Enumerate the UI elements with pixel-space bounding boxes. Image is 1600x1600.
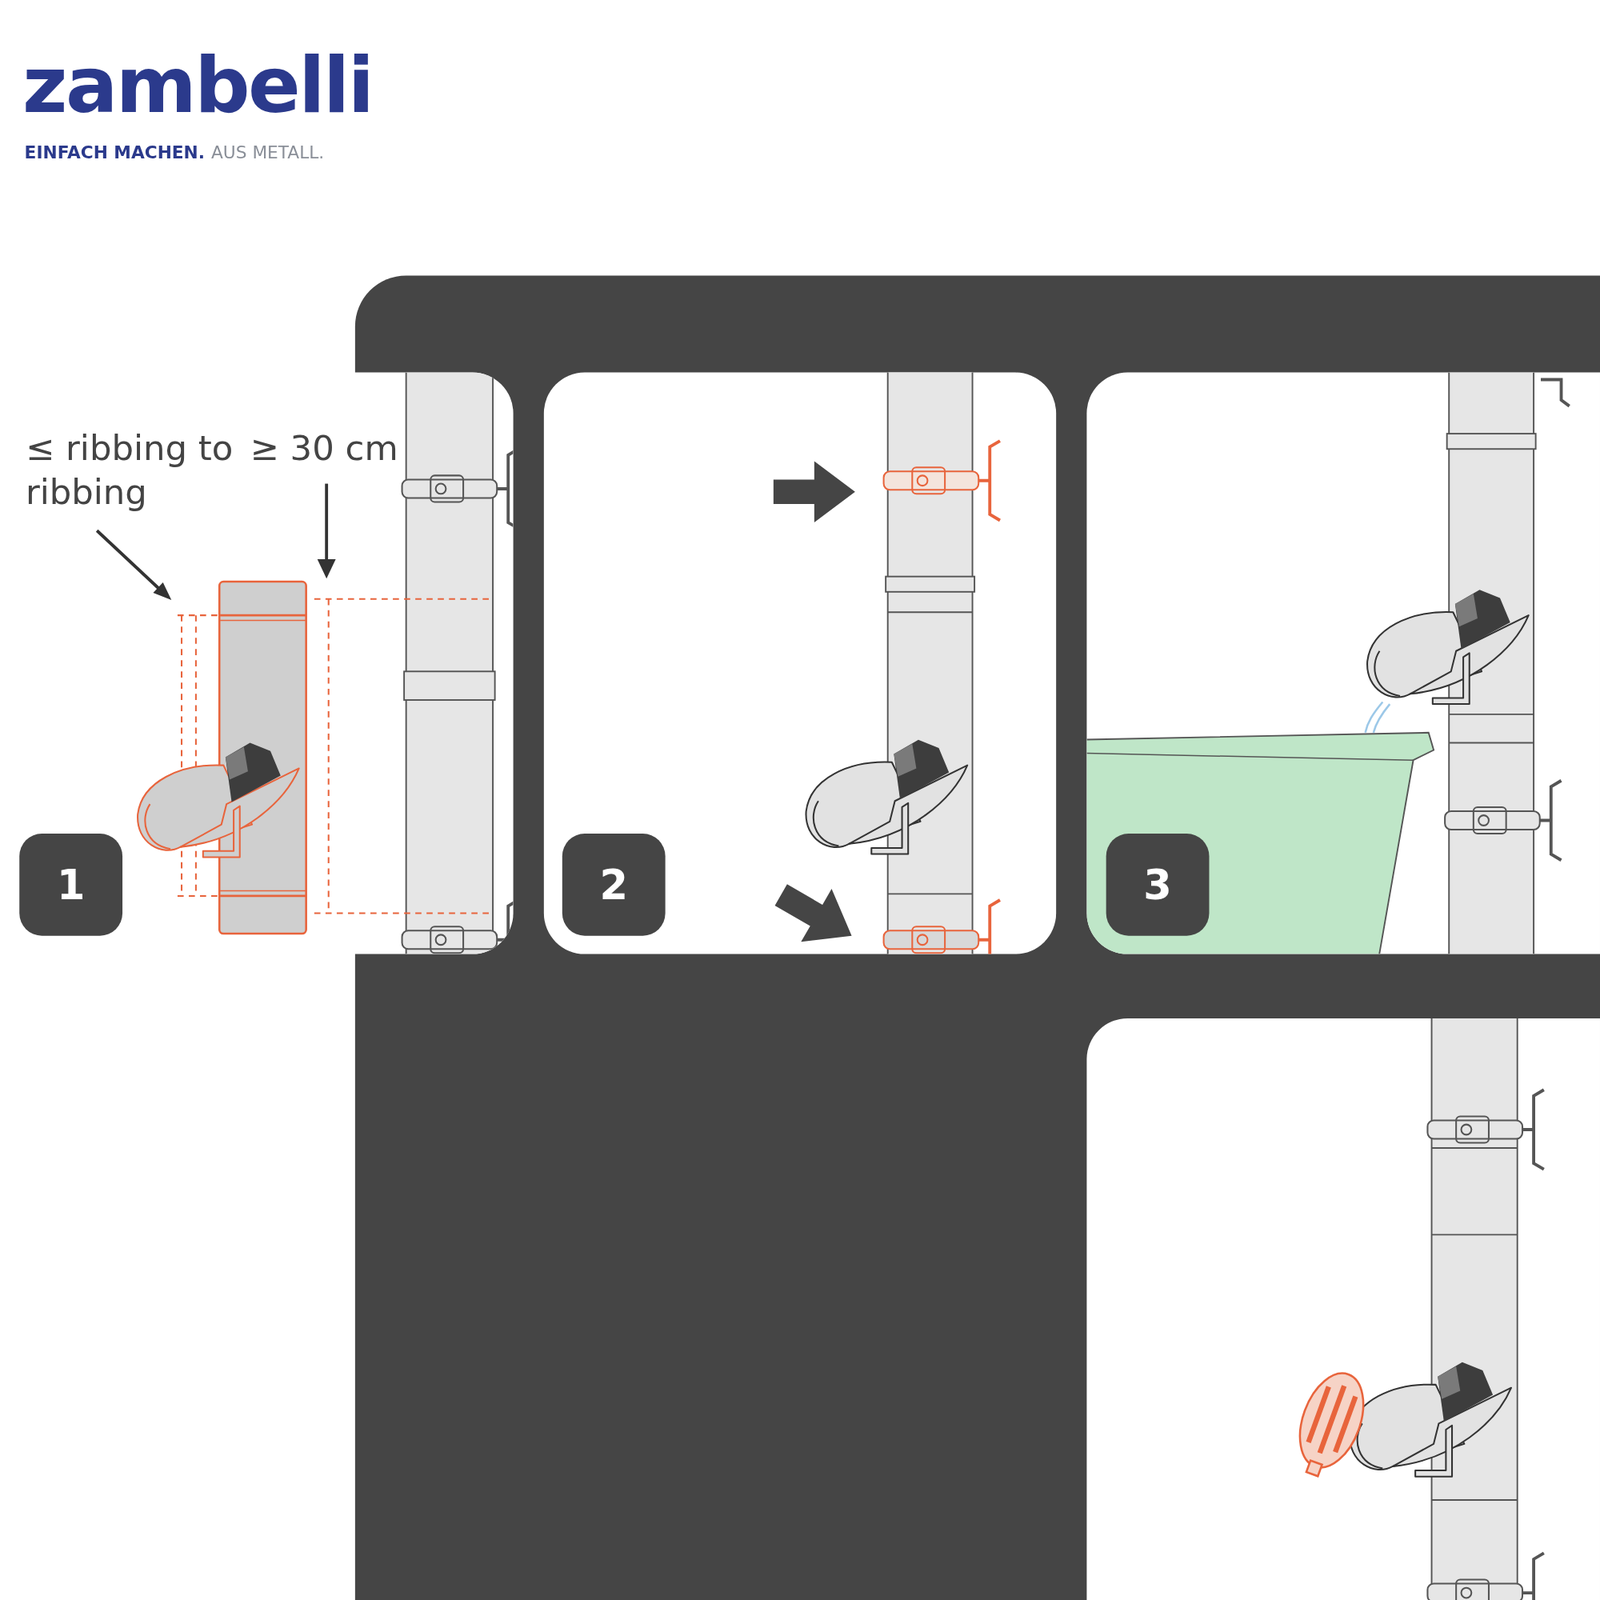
dark-ground bbox=[355, 275, 1600, 1600]
callout-number: 2 bbox=[599, 862, 628, 908]
downpipe bbox=[806, 372, 1000, 955]
panel bbox=[1086, 1018, 1600, 1600]
downpipe bbox=[402, 347, 519, 980]
tagline: EINFACH MACHEN. bbox=[24, 141, 205, 164]
callout-box: 1 bbox=[19, 833, 123, 936]
dimension-note: ≤ ribbing to ribbing bbox=[25, 426, 245, 513]
brand-logo: zambelli bbox=[22, 36, 372, 134]
tagline: AUS METALL. bbox=[211, 141, 324, 164]
downpipe-with-sieve bbox=[1285, 989, 1544, 1600]
rain-barrel-scene bbox=[1076, 347, 1570, 980]
panel bbox=[544, 372, 1056, 955]
block-arrows bbox=[765, 461, 868, 963]
callout-box: 2 bbox=[562, 833, 666, 936]
pipe-piece bbox=[137, 581, 307, 934]
callout-number: 1 bbox=[56, 862, 86, 908]
dimension-label: ≥ 30 cm bbox=[249, 426, 398, 470]
callout-number: 3 bbox=[1143, 862, 1172, 908]
callout-box: 3 bbox=[1106, 833, 1210, 936]
